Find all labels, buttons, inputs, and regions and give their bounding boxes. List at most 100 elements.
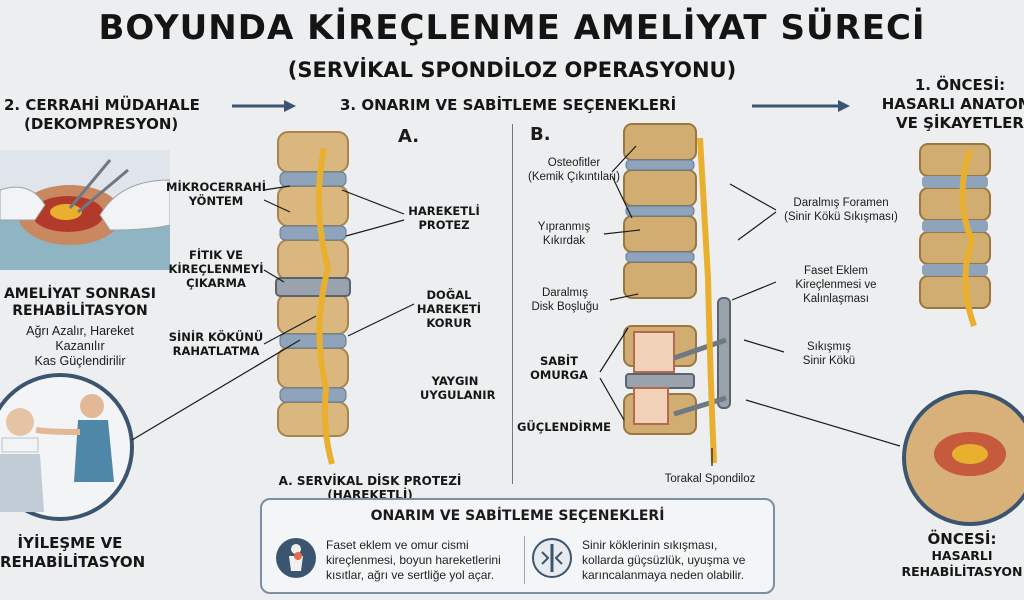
info-text-2: Sinir köklerinin sıkışması, kollarda güç… (582, 538, 772, 583)
label-micro-line2: YÖNTEM (188, 194, 244, 208)
label-sabit-line2: OMURGA (530, 368, 588, 382)
info-box-title: ONARIM VE SABİTLEME SEÇENEKLERİ (370, 508, 665, 524)
rehab-desc-line1: Ağrı Azalır, Hareket Kazanılır (26, 324, 134, 353)
label-compressed-nerve: Sıkışmış Sinir Kökü (784, 340, 874, 368)
label-osteo-line1: Osteofitler (547, 157, 601, 169)
label-microsurgery: MİKROCERRAHİ YÖNTEM (166, 180, 266, 208)
nerve-root (315, 147, 335, 465)
nerve-compression-icon (532, 538, 572, 578)
label-hareketli-line2: PROTEZ (418, 218, 470, 232)
healing-title: İYİLEŞME VE REHABİLİTASYON (0, 534, 146, 572)
label-dogal-line1: DOĞAL (426, 288, 472, 302)
step2-title: 2. CERRAHİ MÜDAHALE (4, 96, 200, 114)
info-divider (524, 536, 525, 584)
label-fitik-line1: FİTIK VE (189, 248, 243, 262)
rehab-desc-line2: Kas Güçlendirilir (34, 354, 126, 368)
panel-b-letter: B. (530, 124, 551, 145)
label-fitik-line3: ÇIKARMA (186, 276, 246, 290)
label-osteophytes: Osteofitler (Kemik Çıkıntıları) (518, 156, 630, 184)
info-text-1-line1: Faset eklem ve omur cismi (326, 538, 469, 552)
rehabilitation-illustration (0, 373, 134, 521)
rehab-title-line2: REHABİLİTASYON (12, 303, 148, 319)
panel-b-caption: Torakal Spondiloz (664, 473, 756, 485)
info-text-2-line2: kollarda güçsüzlük, uyuşma ve (582, 553, 746, 567)
info-text-1-line2: kireçlenmesi, boyun hareketlerini (326, 553, 501, 567)
label-dogal-line2: HAREKETİ (416, 302, 482, 316)
disc-2 (279, 225, 347, 241)
label-yaygin-line2: UYGULANIR (420, 388, 496, 402)
surgery-illustration (0, 150, 170, 270)
panel-a-spine (275, 131, 351, 465)
step1-subtitle: HASARLI ANATOMİ (881, 95, 1024, 113)
screw-1 (673, 337, 727, 361)
label-mobile-prosthesis: HAREKETLİ PROTEZ (404, 204, 484, 232)
disc-4 (279, 333, 347, 349)
disc-5 (279, 387, 347, 403)
info-box: ONARIM VE SABİTLEME SEÇENEKLERİ Faset ek… (260, 498, 775, 594)
label-fixed-spine: SABİT OMURGA (524, 354, 594, 382)
label-faset-line3: Kalınlaşması (803, 293, 869, 305)
step1-title: 1. ÖNCESİ: (914, 76, 1006, 94)
info-text-1: Faset eklem ve omur cismi kireçlenmesi, … (326, 538, 516, 583)
rehab-title: AMELİYAT SONRASI REHABİLİTASYON (0, 286, 160, 320)
info-text-2-line1: Sinir köklerinin sıkışması, (582, 538, 718, 552)
label-sinir-line1: SİNİR KÖKÜNÜ (168, 330, 264, 344)
label-narrowed-foramen: Daralmış Foramen (Sinir Kökü Sıkışması) (776, 196, 906, 224)
step3-heading: 3. ONARIM VE SABİTLEME SEÇENEKLERİ (340, 96, 677, 114)
page-title: BOYUNDA KİREÇLENME AMELİYAT SÜRECİ (98, 8, 926, 48)
label-foramen-line2: (Sinir Kökü Sıkışması) (784, 211, 898, 223)
step2-heading: 2. CERRAHİ MÜDAHALE (DEKOMPRESYON) (4, 96, 200, 134)
label-sikisma-line2: Sinir Kökü (802, 355, 856, 367)
b-nerve-root (697, 137, 717, 464)
before-title: ÖNCESİ: HASARLI REHABİLİTASYON (900, 530, 1024, 580)
label-yip-line1: Yıpranmış (537, 221, 591, 233)
healing-line2: REHABİLİTASYON (0, 553, 146, 571)
step1-heading: 1. ÖNCESİ: HASARLI ANATOMİ VE ŞİKAYETLER (880, 76, 1024, 133)
label-foramen-line1: Daralmış Foramen (793, 197, 889, 209)
label-osteo-line2: (Kemik Çıkıntıları) (527, 171, 620, 183)
label-facet-joint: Faset Eklem Kireçlenmesi ve Kalınlaşması (776, 264, 896, 306)
info-text-1-line3: kısıtlar, ağrı ve sertliğe yol açar. (326, 568, 495, 582)
panel-divider (512, 124, 513, 484)
before-line2: HASARLI (931, 548, 993, 563)
label-faset-line2: Kireçlenmesi ve (795, 279, 877, 291)
label-sinir-line2: RAHATLATMA (172, 344, 260, 358)
label-yaygin-line1: YAYGIN (431, 374, 479, 388)
neck-pain-icon (276, 538, 316, 578)
before-line1: ÖNCESİ: (927, 530, 997, 548)
damaged-spine-illustration (919, 143, 991, 327)
screw-2 (673, 395, 727, 417)
label-common: YAYGIN UYGULANIR (420, 374, 496, 402)
label-faset-line1: Faset Eklem (804, 265, 868, 277)
label-dogal-line3: KORUR (426, 316, 472, 330)
label-sabit-line1: SABİT (539, 354, 579, 368)
fixation-rod (717, 297, 731, 409)
label-narrowed-disc: Daralmış Disk Boşluğu (520, 286, 610, 314)
bone-graft-cage (633, 331, 675, 373)
label-dar-line1: Daralmış (541, 287, 588, 299)
healing-line1: İYİLEŞME VE (17, 534, 123, 552)
label-micro-line1: MİKROCERRAHİ (166, 180, 267, 194)
info-text-2-line3: karıncalanmaya neden olabilir. (582, 568, 745, 582)
label-sikisma-line1: Sıkışmış (806, 341, 852, 353)
panel-a-letter: A. (398, 126, 420, 147)
label-hareketli-line1: HAREKETLİ (408, 204, 480, 218)
disc-prosthesis (275, 277, 351, 297)
page-subtitle: (SERVİKAL SPONDİLOZ OPERASYONU) (287, 58, 737, 82)
panel-b-spine (623, 123, 731, 464)
disc-1 (279, 171, 347, 187)
step2-subtitle: (DEKOMPRESYON) (24, 115, 179, 133)
label-natural-motion: DOĞAL HAREKETİ KORUR (414, 288, 484, 330)
rehab-description: Ağrı Azalır, Hareket Kazanılır Kas Güçle… (0, 324, 160, 369)
label-worn-cartilage: Yıpranmış Kıkırdak (524, 220, 604, 248)
label-yip-line2: Kıkırdak (542, 235, 586, 247)
label-dar-line2: Disk Boşluğu (531, 301, 599, 313)
label-reinforcement: GÜÇLENDİRME (516, 420, 611, 434)
before-line3: REHABİLİTASYON (901, 564, 1023, 579)
label-remove-hernia: FİTIK VE KİREÇLENMEYİ ÇIKARMA (166, 248, 266, 290)
inflamed-joint-illustration (902, 390, 1024, 526)
rehab-title-line1: AMELİYAT SONRASI (3, 286, 157, 302)
